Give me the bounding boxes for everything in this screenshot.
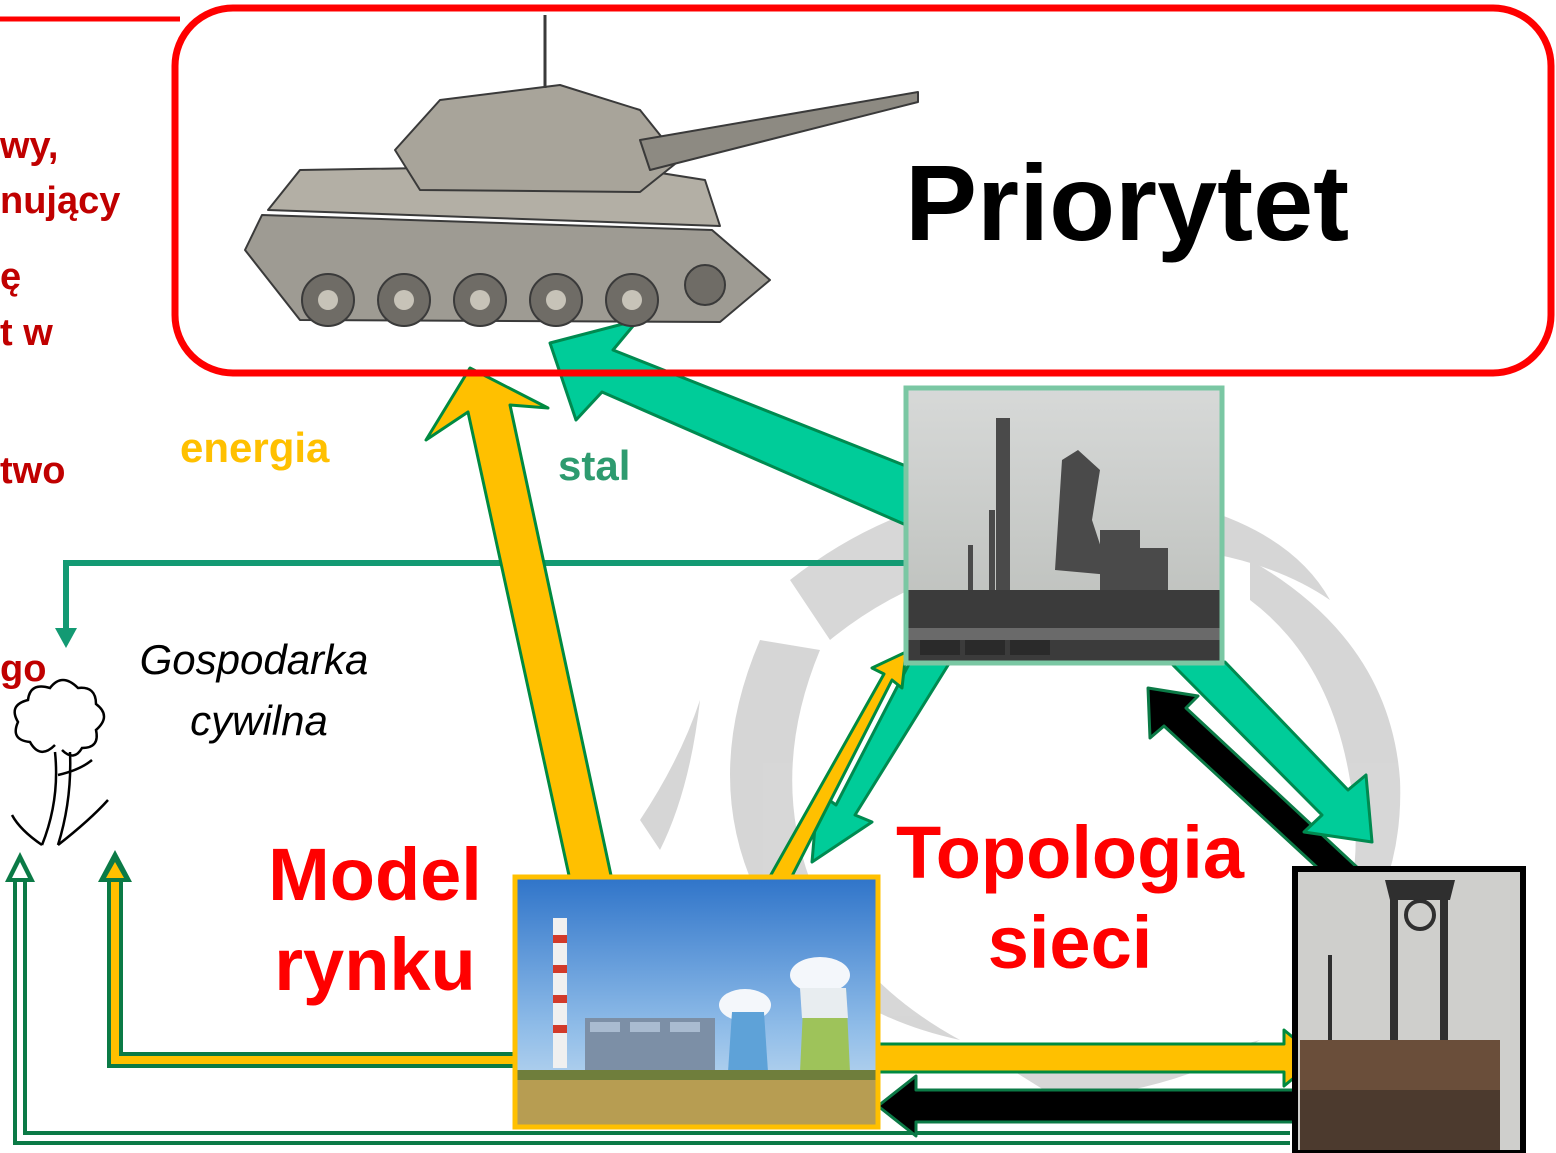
steel-to-power-arrow xyxy=(810,660,952,864)
steel-to-coal-arrow xyxy=(1168,660,1374,844)
civil-economy-line2: cywilna xyxy=(190,696,328,744)
steel-mill-icon xyxy=(903,385,1225,666)
priority-title: Priorytet xyxy=(905,142,1350,263)
energy-to-priority-arrow xyxy=(424,366,614,882)
civil-economy-label: Gospodarka cywilna xyxy=(104,630,404,752)
priority-box xyxy=(171,4,1555,377)
side-text-5: two xyxy=(0,450,66,492)
side-text-3: ę xyxy=(0,256,22,298)
side-text-1: wy, xyxy=(0,125,59,167)
tank-icon xyxy=(244,15,919,327)
civil-economy-line1: Gospodarka xyxy=(139,636,369,683)
power-to-steel-arrow xyxy=(766,650,908,882)
market-model-line1: Model xyxy=(268,833,482,916)
tree-icon xyxy=(10,678,109,847)
side-text-4: t w xyxy=(0,312,53,354)
side-text-6: go xyxy=(0,648,47,690)
market-model-label: Model rynku xyxy=(250,830,500,1011)
steel-label: stal xyxy=(558,442,631,489)
energy-label: energia xyxy=(180,424,330,471)
network-topology-line2: sieci xyxy=(987,901,1153,985)
feedback-lines xyxy=(5,560,1290,1145)
network-topology-line1: Topologia xyxy=(896,811,1244,894)
network-topology-label: Topologia sieci xyxy=(890,808,1250,989)
coal-to-steel-arrow xyxy=(1146,686,1362,872)
coal-to-power-arrow xyxy=(876,1074,1297,1138)
steel-to-priority-arrow xyxy=(548,318,908,527)
market-model-line2: rynku xyxy=(274,923,476,1007)
power-plant-icon xyxy=(512,874,881,1130)
coal-mine-icon xyxy=(1292,866,1526,1153)
side-text-2: nujący xyxy=(0,180,121,222)
